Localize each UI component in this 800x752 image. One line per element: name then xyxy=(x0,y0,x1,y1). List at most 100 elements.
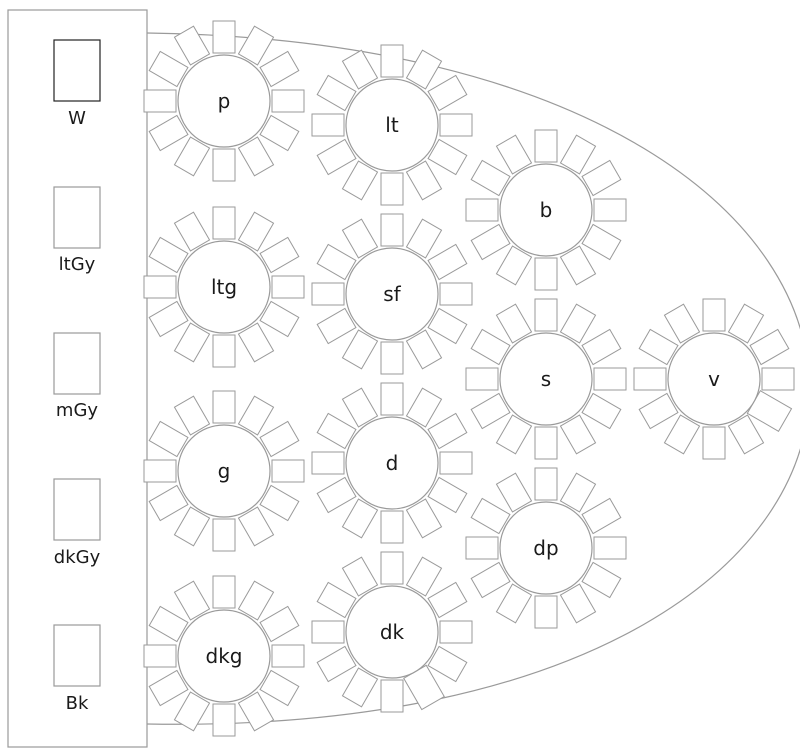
chair[interactable] xyxy=(427,243,468,281)
chair[interactable] xyxy=(495,583,533,624)
chair[interactable] xyxy=(559,303,597,344)
chair[interactable] xyxy=(173,25,211,66)
chair[interactable] xyxy=(259,50,300,88)
table-dkg[interactable]: dkg xyxy=(143,575,305,737)
chair[interactable] xyxy=(581,328,622,366)
chair[interactable] xyxy=(405,49,443,90)
chair[interactable] xyxy=(581,392,622,430)
chair[interactable] xyxy=(259,484,300,522)
chair[interactable] xyxy=(212,206,236,240)
table-v[interactable]: v xyxy=(633,298,795,460)
chair[interactable] xyxy=(311,282,345,306)
chair[interactable] xyxy=(237,691,275,732)
table-g[interactable]: g xyxy=(143,390,305,552)
chair[interactable] xyxy=(148,50,189,88)
chair[interactable] xyxy=(405,556,443,597)
chair[interactable] xyxy=(593,367,627,391)
chair[interactable] xyxy=(380,172,404,206)
table-dp[interactable]: dp xyxy=(465,467,627,629)
chair[interactable] xyxy=(380,44,404,78)
chair[interactable] xyxy=(380,382,404,416)
chair[interactable] xyxy=(470,328,511,366)
chair[interactable] xyxy=(148,669,189,707)
chair[interactable] xyxy=(581,561,622,599)
chair[interactable] xyxy=(212,334,236,368)
chair[interactable] xyxy=(470,392,511,430)
chair[interactable] xyxy=(341,49,379,90)
chair[interactable] xyxy=(148,114,189,152)
chair[interactable] xyxy=(311,620,345,644)
chair[interactable] xyxy=(633,367,667,391)
chair[interactable] xyxy=(470,497,511,535)
chair[interactable] xyxy=(212,20,236,54)
chair[interactable] xyxy=(237,580,275,621)
chair[interactable] xyxy=(237,136,275,177)
chair[interactable] xyxy=(173,395,211,436)
chair[interactable] xyxy=(311,113,345,137)
chair[interactable] xyxy=(259,420,300,458)
chair[interactable] xyxy=(271,644,305,668)
chair[interactable] xyxy=(316,645,357,683)
chair[interactable] xyxy=(534,129,558,163)
chair[interactable] xyxy=(143,275,177,299)
chair[interactable] xyxy=(405,160,443,201)
chair[interactable] xyxy=(237,506,275,547)
chair[interactable] xyxy=(341,387,379,428)
chair[interactable] xyxy=(559,472,597,513)
chair[interactable] xyxy=(316,307,357,345)
chair[interactable] xyxy=(259,300,300,338)
chair[interactable] xyxy=(212,703,236,737)
chair[interactable] xyxy=(405,218,443,259)
chair[interactable] xyxy=(427,412,468,450)
chair[interactable] xyxy=(465,367,499,391)
chair[interactable] xyxy=(143,644,177,668)
chair[interactable] xyxy=(427,307,468,345)
chair[interactable] xyxy=(212,390,236,424)
chair[interactable] xyxy=(559,134,597,175)
chair[interactable] xyxy=(559,583,597,624)
chair[interactable] xyxy=(316,476,357,514)
chair[interactable] xyxy=(702,426,726,460)
chair[interactable] xyxy=(212,518,236,552)
chair[interactable] xyxy=(148,236,189,274)
chair[interactable] xyxy=(427,476,468,514)
chair[interactable] xyxy=(316,581,357,619)
chair[interactable] xyxy=(316,243,357,281)
chair[interactable] xyxy=(316,138,357,176)
chair[interactable] xyxy=(173,211,211,252)
chair[interactable] xyxy=(593,536,627,560)
chair[interactable] xyxy=(495,303,533,344)
chair[interactable] xyxy=(405,498,443,539)
table-s[interactable]: s xyxy=(465,298,627,460)
chair[interactable] xyxy=(143,459,177,483)
chair[interactable] xyxy=(405,387,443,428)
chair[interactable] xyxy=(749,328,790,366)
chair[interactable] xyxy=(439,451,473,475)
chair[interactable] xyxy=(148,300,189,338)
chair[interactable] xyxy=(259,669,300,707)
chair[interactable] xyxy=(439,282,473,306)
chair[interactable] xyxy=(470,561,511,599)
chair[interactable] xyxy=(495,245,533,286)
chair[interactable] xyxy=(259,605,300,643)
chair[interactable] xyxy=(237,211,275,252)
chair[interactable] xyxy=(341,329,379,370)
chair[interactable] xyxy=(663,414,701,455)
table-p[interactable]: p xyxy=(143,20,305,182)
chair[interactable] xyxy=(495,134,533,175)
chair[interactable] xyxy=(173,580,211,621)
chair[interactable] xyxy=(173,506,211,547)
chair[interactable] xyxy=(427,74,468,112)
chair[interactable] xyxy=(581,223,622,261)
chair[interactable] xyxy=(427,138,468,176)
table-dk[interactable]: dk xyxy=(311,551,473,713)
chair[interactable] xyxy=(534,426,558,460)
chair[interactable] xyxy=(470,159,511,197)
chair[interactable] xyxy=(427,645,468,683)
chair[interactable] xyxy=(212,575,236,609)
chair[interactable] xyxy=(439,113,473,137)
chair[interactable] xyxy=(341,556,379,597)
chair[interactable] xyxy=(148,420,189,458)
chair[interactable] xyxy=(237,25,275,66)
table-sf[interactable]: sf xyxy=(311,213,473,375)
